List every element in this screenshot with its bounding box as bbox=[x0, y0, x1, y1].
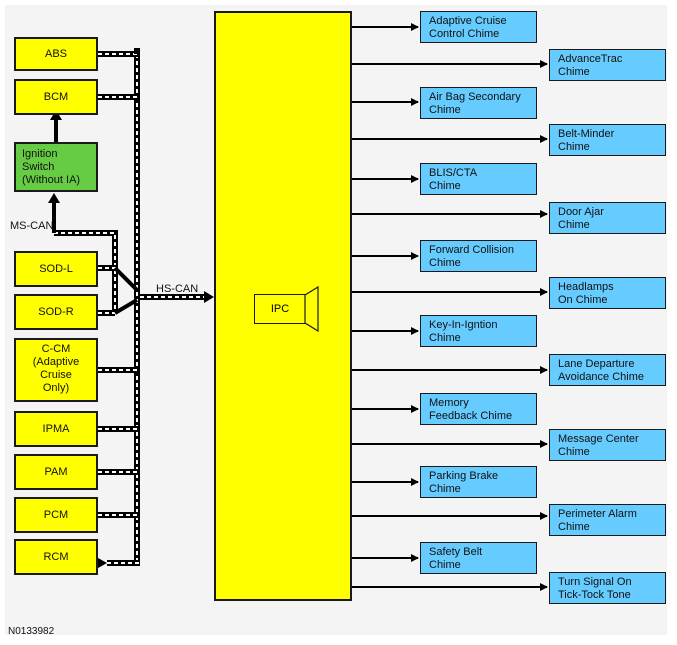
ipc-label: IPC bbox=[270, 303, 290, 315]
chime-label: Headlamps On Chime bbox=[558, 281, 614, 306]
sod-l-label: SOD-L bbox=[39, 262, 73, 275]
rcm-label: RCM bbox=[43, 550, 69, 563]
chime-box: BLIS/CTA Chime bbox=[420, 163, 537, 195]
chime-box: Adaptive Cruise Control Chime bbox=[420, 11, 537, 43]
chime-box: Memory Feedback Chime bbox=[420, 393, 537, 425]
chime-label: Forward Collision Chime bbox=[429, 244, 514, 269]
ms-can-label: MS-CAN bbox=[10, 220, 54, 232]
chime-label: Key-In-Igntion Chime bbox=[429, 319, 498, 344]
hs-can-bus bbox=[98, 48, 214, 568]
sod-r-module: SOD-R bbox=[14, 294, 98, 330]
chime-box: Headlamps On Chime bbox=[549, 277, 666, 309]
abs-module: ABS bbox=[14, 37, 98, 71]
chime-label: Air Bag Secondary Chime bbox=[429, 91, 521, 116]
pam-label: PAM bbox=[44, 465, 68, 478]
abs-label: ABS bbox=[44, 47, 67, 60]
chime-box: Lane Departure Avoidance Chime bbox=[549, 354, 666, 386]
figure-id: N0133982 bbox=[8, 626, 55, 637]
sod-l-module: SOD-L bbox=[14, 251, 98, 287]
chime-label: Parking Brake Chime bbox=[429, 470, 499, 495]
chime-output-arrows bbox=[352, 23, 548, 591]
bcm-label: BCM bbox=[43, 90, 69, 103]
ignition-switch-module: Ignition Switch (Without IA) bbox=[14, 142, 98, 192]
pcm-label: PCM bbox=[43, 508, 69, 521]
chime-box: Message Center Chime bbox=[549, 429, 666, 461]
ipma-label: IPMA bbox=[42, 422, 70, 435]
ipma-module: IPMA bbox=[14, 411, 98, 447]
chime-box: Forward Collision Chime bbox=[420, 240, 537, 272]
chime-box: Perimeter Alarm Chime bbox=[549, 504, 666, 536]
chime-label: Memory Feedback Chime bbox=[429, 397, 513, 422]
ms-can-bus bbox=[48, 193, 139, 316]
c-cm-label: C-CM (Adaptive Cruise Only) bbox=[32, 343, 80, 394]
bcm-module: BCM bbox=[14, 79, 98, 115]
chime-label: BLIS/CTA Chime bbox=[429, 167, 478, 192]
pcm-module: PCM bbox=[14, 497, 98, 533]
chime-box: Key-In-Igntion Chime bbox=[420, 315, 537, 347]
chime-box: Door Ajar Chime bbox=[549, 202, 666, 234]
pam-module: PAM bbox=[14, 454, 98, 490]
chime-box: Belt-Minder Chime bbox=[549, 124, 666, 156]
chime-box: Air Bag Secondary Chime bbox=[420, 87, 537, 119]
ipc-label-box: IPC bbox=[254, 294, 306, 324]
chime-box: AdvanceTrac Chime bbox=[549, 49, 666, 81]
sod-r-label: SOD-R bbox=[38, 305, 74, 318]
ignition-switch-label: Ignition Switch (Without IA) bbox=[22, 147, 81, 186]
chime-label: Lane Departure Avoidance Chime bbox=[558, 358, 645, 383]
chime-box: Turn Signal On Tick-Tock Tone bbox=[549, 572, 666, 604]
chime-label: Adaptive Cruise Control Chime bbox=[429, 15, 507, 40]
chime-box: Parking Brake Chime bbox=[420, 466, 537, 498]
c-cm-module: C-CM (Adaptive Cruise Only) bbox=[14, 338, 98, 402]
rcm-module: RCM bbox=[14, 539, 98, 575]
ignition-link bbox=[50, 110, 62, 142]
chime-label: Message Center Chime bbox=[558, 433, 639, 458]
chime-label: Door Ajar Chime bbox=[558, 206, 604, 231]
speaker-icon bbox=[304, 286, 319, 332]
chime-label: Belt-Minder Chime bbox=[558, 128, 615, 153]
chime-label: Safety Belt Chime bbox=[429, 546, 483, 571]
chime-label: Perimeter Alarm Chime bbox=[558, 508, 637, 533]
chime-label: Turn Signal On Tick-Tock Tone bbox=[558, 576, 632, 601]
hs-can-label: HS-CAN bbox=[156, 283, 199, 295]
chime-label: AdvanceTrac Chime bbox=[558, 53, 623, 78]
chime-box: Safety Belt Chime bbox=[420, 542, 537, 574]
